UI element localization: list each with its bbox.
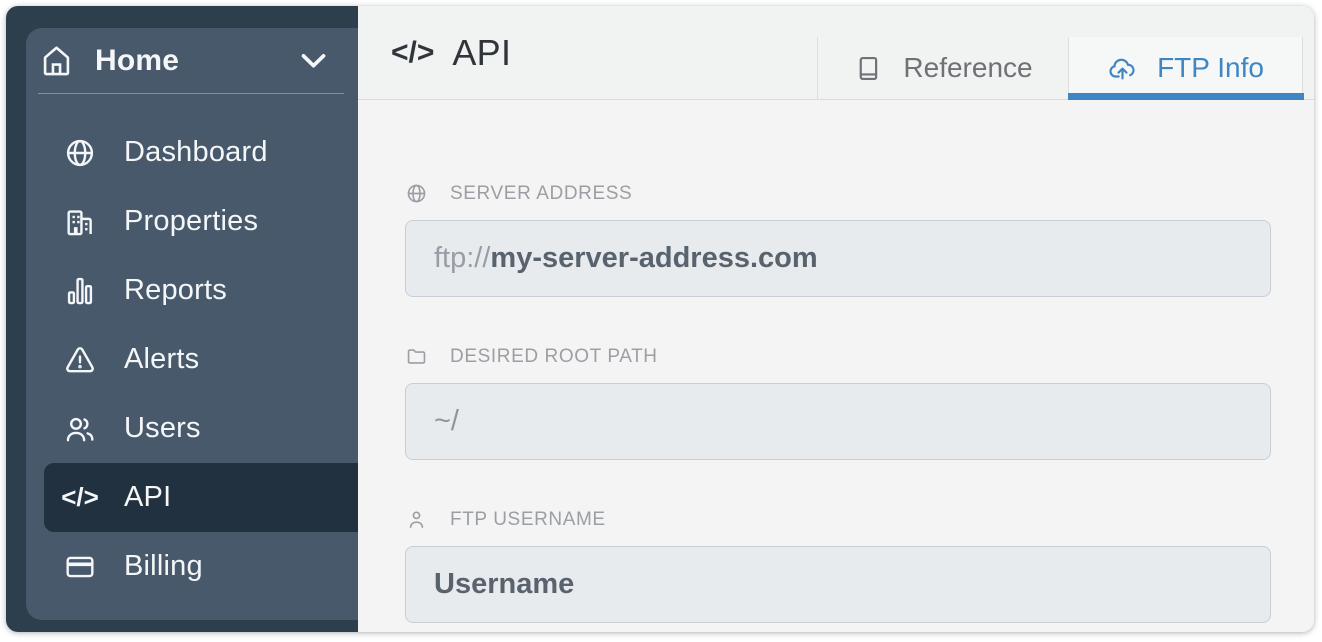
server-address-label: SERVER ADDRESS bbox=[450, 182, 633, 204]
sidebar-item-label: API bbox=[124, 481, 172, 513]
field-label-row: FTP USERNAME bbox=[405, 508, 1314, 531]
sidebar-item-label: Reports bbox=[124, 274, 227, 306]
field-label-row: SERVER ADDRESS bbox=[405, 182, 1314, 205]
ftp-username-label: FTP USERNAME bbox=[450, 508, 606, 530]
sidebar-home-toggle[interactable]: Home bbox=[26, 28, 358, 91]
main-header: </> API Reference bbox=[358, 6, 1314, 100]
input-value-prefix: ftp:// bbox=[434, 242, 491, 274]
sidebar: Home Dashbo bbox=[6, 6, 358, 632]
sidebar-item-api[interactable]: </> API bbox=[44, 463, 358, 532]
page-title: </> API bbox=[358, 6, 511, 99]
sidebar-item-properties[interactable]: Properties bbox=[26, 187, 358, 256]
field-root-path: DESIRED ROOT PATH ~/ bbox=[405, 345, 1314, 460]
users-icon bbox=[60, 412, 100, 446]
main-content: </> API Reference bbox=[358, 6, 1314, 632]
sidebar-divider bbox=[38, 93, 344, 94]
app-window: Home Dashbo bbox=[6, 6, 1314, 632]
book-icon bbox=[853, 53, 884, 84]
bar-chart-icon bbox=[60, 274, 100, 308]
tab-bar: Reference FTP Info bbox=[817, 6, 1304, 100]
buildings-icon bbox=[60, 205, 100, 239]
page-title-text: API bbox=[452, 31, 512, 73]
input-value: ~/ bbox=[434, 405, 459, 437]
input-value: Username bbox=[434, 568, 575, 600]
sidebar-item-reports[interactable]: Reports bbox=[26, 256, 358, 325]
sidebar-item-label: Properties bbox=[124, 205, 259, 237]
sidebar-item-dashboard[interactable]: Dashboard bbox=[26, 118, 358, 187]
sidebar-item-label: Billing bbox=[124, 550, 203, 582]
folder-icon bbox=[405, 345, 428, 368]
field-server-address: SERVER ADDRESS ftp://my-server-address.c… bbox=[405, 182, 1314, 297]
credit-card-icon bbox=[60, 550, 100, 584]
sidebar-item-billing[interactable]: Billing bbox=[26, 532, 358, 601]
ftp-username-input[interactable]: Username bbox=[405, 546, 1271, 623]
field-ftp-username: FTP USERNAME Username bbox=[405, 508, 1314, 623]
home-label: Home bbox=[95, 43, 180, 77]
globe-icon bbox=[60, 136, 100, 170]
sidebar-item-label: Dashboard bbox=[124, 136, 268, 168]
globe-icon bbox=[405, 182, 428, 205]
tab-ftp-info[interactable]: FTP Info bbox=[1068, 37, 1304, 100]
user-icon bbox=[405, 508, 428, 531]
code-icon: </> bbox=[61, 482, 99, 512]
root-path-input[interactable]: ~/ bbox=[405, 383, 1271, 460]
sidebar-item-alerts[interactable]: Alerts bbox=[26, 325, 358, 394]
sidebar-panel: Home Dashbo bbox=[26, 28, 358, 620]
alert-triangle-icon bbox=[60, 343, 100, 377]
field-label-row: DESIRED ROOT PATH bbox=[405, 345, 1314, 368]
sidebar-item-users[interactable]: Users bbox=[26, 394, 358, 463]
sidebar-nav: Dashboard bbox=[26, 94, 358, 601]
tab-reference[interactable]: Reference bbox=[817, 37, 1068, 99]
server-address-input[interactable]: ftp://my-server-address.com bbox=[405, 220, 1271, 297]
tab-label: FTP Info bbox=[1157, 52, 1264, 83]
input-value: my-server-address.com bbox=[490, 242, 818, 274]
sidebar-item-label: Users bbox=[124, 412, 201, 444]
code-icon: </> bbox=[391, 35, 435, 69]
cloud-upload-icon bbox=[1107, 53, 1138, 84]
home-icon bbox=[38, 42, 75, 79]
root-path-label: DESIRED ROOT PATH bbox=[450, 345, 658, 367]
sidebar-item-label: Alerts bbox=[124, 343, 200, 375]
chevron-down-icon bbox=[295, 42, 332, 79]
tab-label: Reference bbox=[903, 52, 1033, 83]
ftp-info-form: SERVER ADDRESS ftp://my-server-address.c… bbox=[358, 100, 1314, 632]
